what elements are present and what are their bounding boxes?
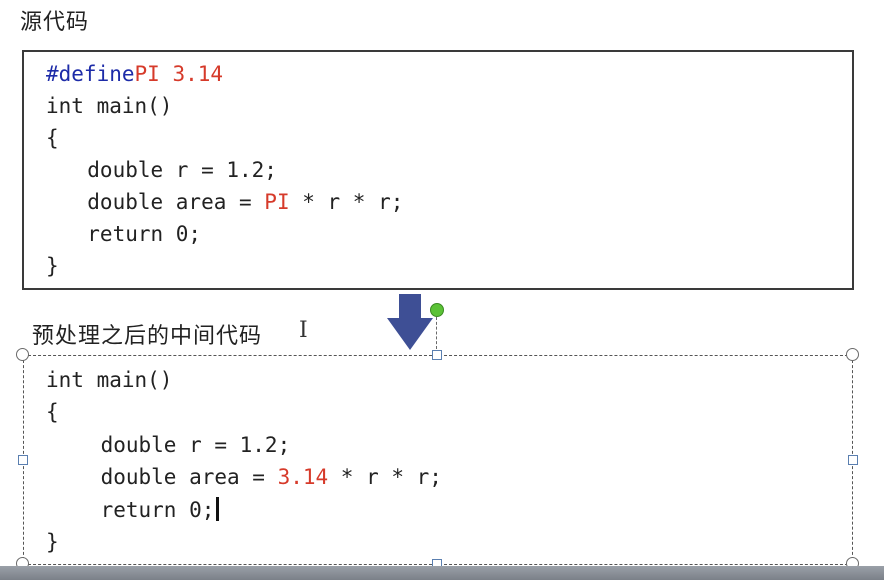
code-text: return 0; xyxy=(50,498,215,522)
intermediate-code-box[interactable]: int main() { double r = 1.2; double area… xyxy=(23,355,853,565)
code-line: return 0; xyxy=(62,222,202,246)
code-line: int main() xyxy=(46,94,173,118)
rotation-handle-icon[interactable] xyxy=(430,303,444,317)
code-line: { xyxy=(46,126,59,150)
macro-definition: PI 3.14 xyxy=(134,62,224,86)
code-line: double r = 1.2; xyxy=(62,158,277,182)
resize-handle-top[interactable] xyxy=(432,350,442,360)
rotation-guide-line xyxy=(436,317,437,349)
source-code-box[interactable]: #definePI 3.14 int main() { double r = 1… xyxy=(22,50,854,290)
expanded-macro-value: 3.14 xyxy=(277,465,329,489)
code-line: } xyxy=(46,530,59,554)
code-text: double area = xyxy=(50,465,278,489)
define-keyword: #define xyxy=(46,62,135,86)
code-line-define: #definePI 3.14 xyxy=(46,61,223,87)
code-text: double area = xyxy=(62,190,265,214)
source-code-heading: 源代码 xyxy=(20,10,90,35)
resize-handle-right[interactable] xyxy=(848,455,858,465)
code-line-return: return 0; xyxy=(50,497,220,523)
text-cursor-icon: I xyxy=(299,318,308,343)
resize-handle-top-right[interactable] xyxy=(846,348,859,361)
bottom-scrollbar[interactable] xyxy=(0,566,884,580)
code-text: * r * r; xyxy=(289,190,404,214)
text-caret xyxy=(216,497,220,521)
down-arrow-icon xyxy=(387,294,433,350)
macro-usage: PI xyxy=(264,190,290,214)
resize-handle-top-left[interactable] xyxy=(16,348,29,361)
code-text: * r * r; xyxy=(328,465,442,489)
code-line: { xyxy=(46,400,59,424)
code-line: } xyxy=(46,254,59,278)
code-line-area: double area = 3.14 * r * r; xyxy=(50,464,442,490)
code-line: double r = 1.2; xyxy=(50,433,291,457)
code-line-area: double area = PI * r * r; xyxy=(62,189,403,215)
resize-handle-left[interactable] xyxy=(18,455,28,465)
code-line: int main() xyxy=(46,368,173,392)
intermediate-code-heading: 预处理之后的中间代码 xyxy=(32,324,263,349)
